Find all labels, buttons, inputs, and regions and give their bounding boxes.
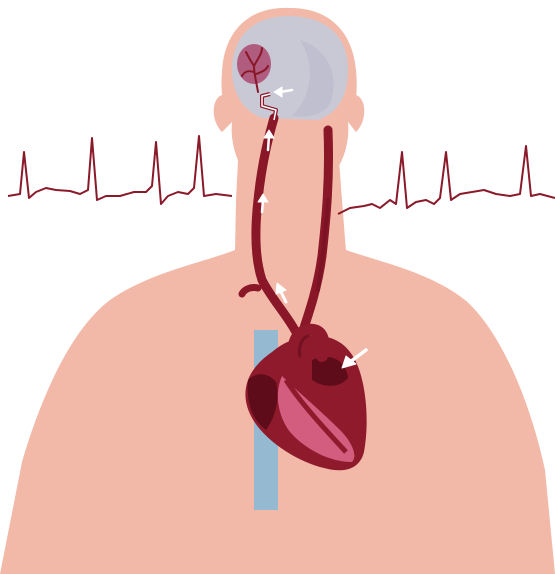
brain-icon [232, 16, 348, 120]
